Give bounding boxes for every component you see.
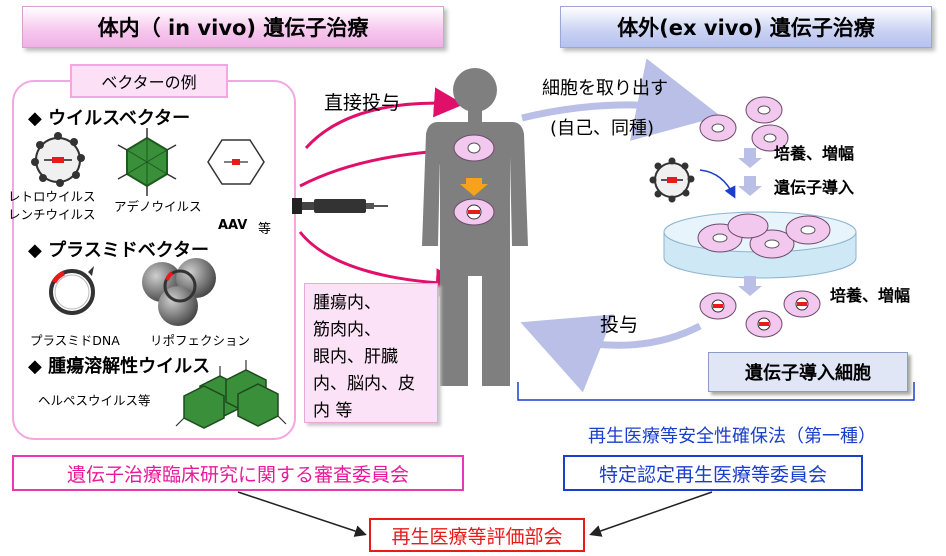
adenovirus-label: アデノウイルス (114, 199, 202, 214)
ex-vivo-header: 体外(ex vivo) 遺伝子治療 (560, 6, 932, 48)
regenerative-evaluation-subcommittee: 再生医療等評価部会 (369, 518, 585, 552)
vector-examples-title: ベクターの例 (70, 64, 228, 98)
culture-expand-label-2: 培養、増幅 (830, 286, 911, 305)
oncolytic-virus-heading: ◆ 腫瘍溶解性ウイルス (28, 356, 211, 377)
safety-law-label: 再生医療等安全性確保法（第一種） (588, 426, 876, 447)
culture-dish-icon (663, 211, 857, 279)
viral-vector-heading: ◆ ウイルスベクター (28, 108, 191, 129)
aav-label: AAV (218, 218, 248, 233)
syringe-icon (292, 198, 388, 214)
cell-source-label: (自己、同種) (550, 118, 655, 139)
culture-expand-label-1: 培養、増幅 (774, 144, 855, 163)
gene-therapy-review-committee: 遺伝子治療臨床研究に関する審査委員会 (12, 455, 464, 491)
certified-regenerative-committee: 特定認定再生医療等委員会 (563, 455, 863, 491)
plasmid-vector-heading: ◆ プラスミドベクター (28, 240, 210, 261)
transduced-cells-icon (699, 290, 821, 338)
adenovirus-icon (117, 128, 177, 196)
direct-administration-label: 直接投与 (324, 92, 401, 114)
lipofection-label: リポフェクション (150, 333, 251, 348)
plasmid-dna-icon (49, 266, 95, 315)
retrovirus-icon (31, 132, 85, 187)
lentivirus-label: レンチウイルス (8, 207, 96, 222)
transduced-cells-box: 遺伝子導入細胞 (708, 352, 908, 392)
in-vivo-header: 体内（ in vivo) 遺伝子治療 (22, 6, 444, 48)
lipofection-icon (142, 258, 216, 326)
transduction-virus-icon (649, 157, 695, 203)
plasmid-dna-label: プラスミドDNA (30, 333, 120, 348)
administer-label: 投与 (600, 314, 639, 336)
aav-icon (207, 139, 265, 185)
extract-cells-label: 細胞を取り出す (542, 78, 668, 99)
aav-etc-label: 等 (258, 222, 272, 237)
herpes-virus-label: ヘルペスウイルス等 (38, 393, 151, 408)
retrovirus-label: レトロウイルス (8, 189, 96, 204)
human-figure (422, 68, 528, 386)
administration-sites-box: 腫瘍内、 筋肉内、 眼内、肝臓 内、脳内、皮 内 等 (304, 283, 438, 423)
gene-transduction-label: 遺伝子導入 (774, 178, 855, 197)
extracted-cells-icon (699, 96, 789, 152)
herpes-virus-icon (175, 360, 287, 429)
